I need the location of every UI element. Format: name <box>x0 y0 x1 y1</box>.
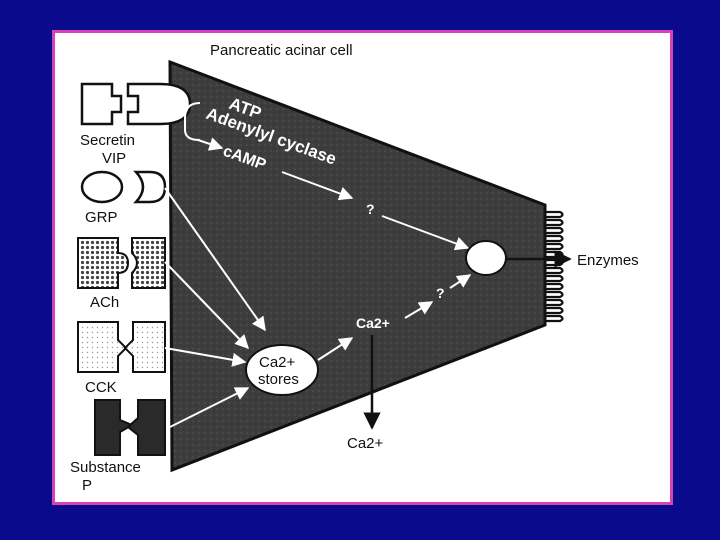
calcium-stores-ion: Ca2+ <box>259 354 296 371</box>
diagram-title: Pancreatic acinar cell <box>210 42 353 59</box>
substance-label: Substance <box>70 459 141 476</box>
ach-label: ACh <box>90 294 119 311</box>
microvillus <box>545 212 563 217</box>
vip-label: VIP <box>102 150 126 167</box>
ach-receptor <box>78 238 165 288</box>
microvillus <box>545 260 563 265</box>
microvillus <box>545 284 563 289</box>
cck-label: CCK <box>85 379 117 396</box>
microvillus <box>545 316 563 321</box>
secretin-vip-receptor <box>82 84 190 124</box>
microvillus <box>545 236 563 241</box>
unknown-step-1: ? <box>366 201 375 217</box>
extracellular-calcium-label: Ca2+ <box>347 435 384 452</box>
cytosolic-calcium-label: Ca2+ <box>356 315 390 331</box>
microvillus <box>545 252 563 257</box>
cck-receptor <box>78 322 165 372</box>
enzymes-label: Enzymes <box>577 252 639 269</box>
unknown-step-2: ? <box>436 285 445 301</box>
zymogen-granule <box>466 241 506 275</box>
microvillus <box>545 244 563 249</box>
microvillus <box>545 228 563 233</box>
microvillus <box>545 220 563 225</box>
microvillus <box>545 268 563 273</box>
microvillus <box>545 292 563 297</box>
p-label: P <box>82 477 92 494</box>
microvilli <box>545 212 563 321</box>
secretin-label: Secretin <box>80 132 135 149</box>
grp-label: GRP <box>85 209 118 226</box>
microvillus <box>545 276 563 281</box>
calcium-stores-label: stores <box>258 371 299 388</box>
microvillus <box>545 308 563 313</box>
grp-receptor <box>82 172 165 202</box>
substance-p-receptor <box>95 400 165 455</box>
microvillus <box>545 300 563 305</box>
